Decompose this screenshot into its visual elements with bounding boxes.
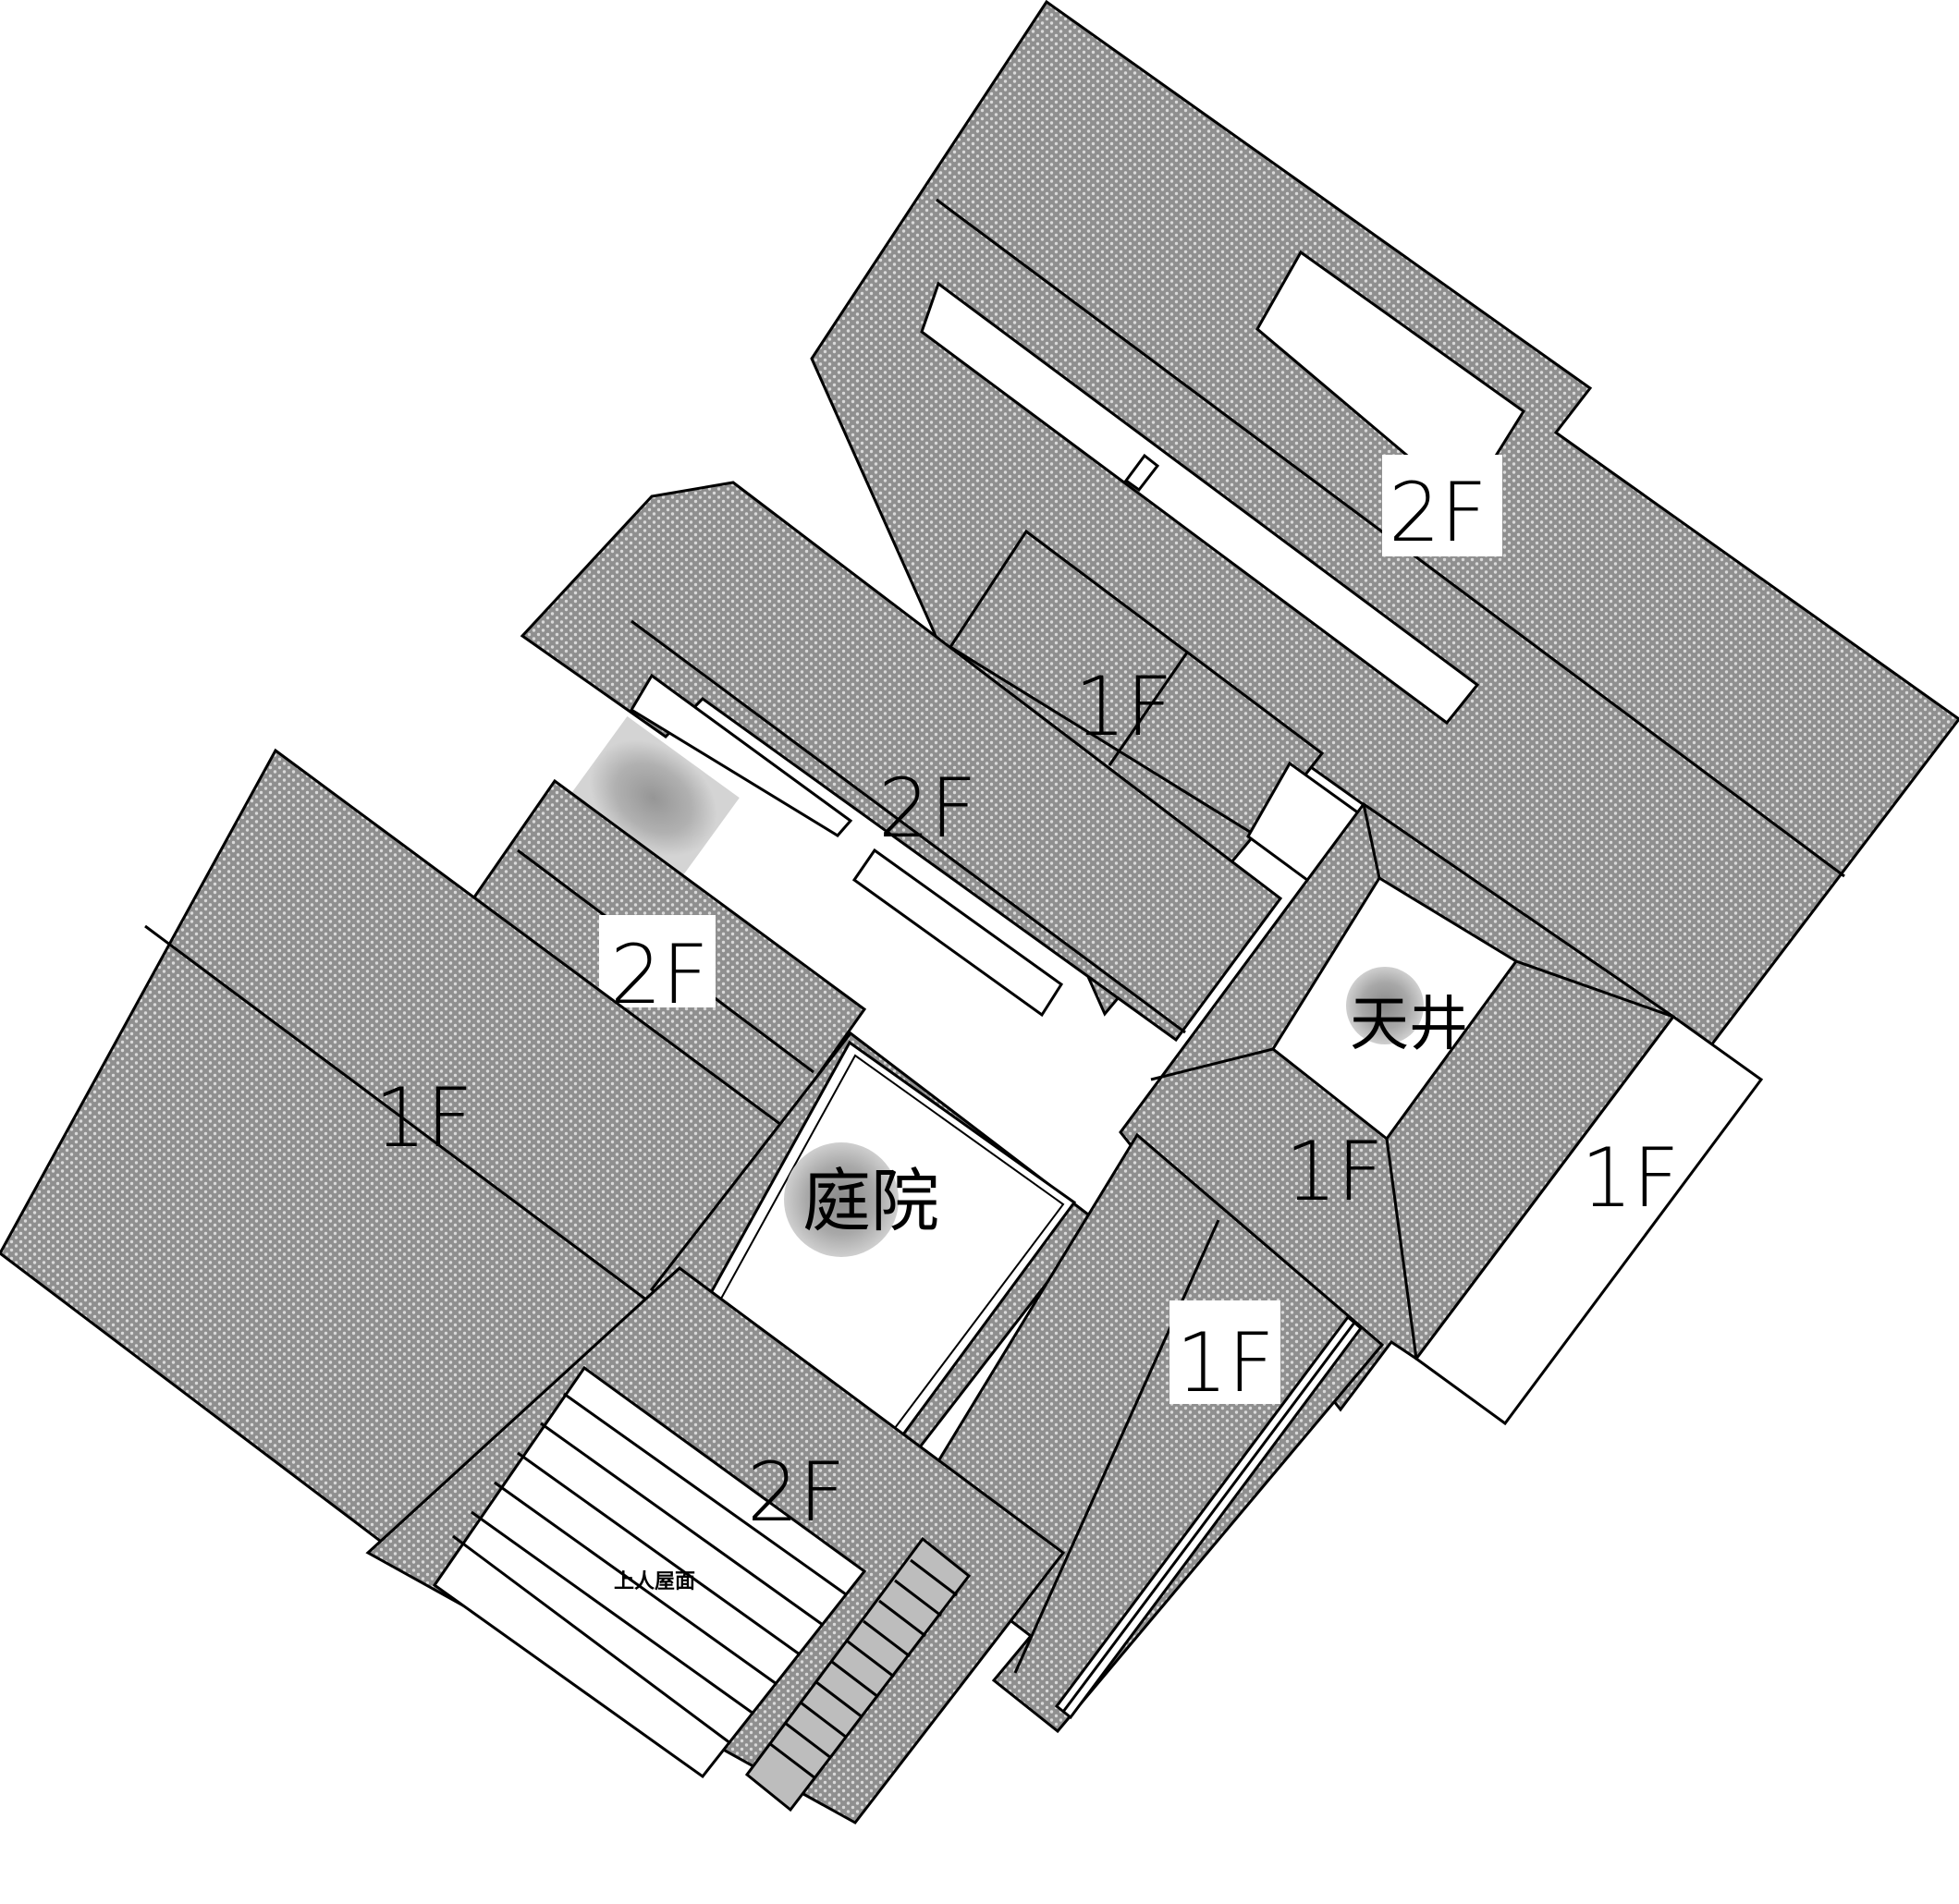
west-1f-label: 1F (374, 1070, 473, 1166)
east-1f-label-b: 1F (1581, 1130, 1680, 1226)
roof-terrace-label: 上人屋面 (614, 1570, 695, 1593)
south-building-2f (365, 1266, 1066, 1825)
top-corridor-void (1123, 453, 1160, 493)
east-1f-label-a: 1F (1285, 1124, 1384, 1219)
courtyard-label: 庭院 (802, 1162, 939, 1241)
top-skylight-west (920, 281, 1480, 726)
east-block-1f (1414, 1014, 1764, 1426)
courtyard-tree-icon (784, 1142, 899, 1257)
svg-text:2F: 2F (1389, 465, 1488, 560)
west-strip-2f (469, 778, 867, 1151)
stairs (744, 1536, 972, 1812)
south-1f-label: 1F (1176, 1315, 1275, 1410)
west-2f-label: 2F (610, 927, 709, 1022)
upper-1f-label: 1F (1074, 659, 1173, 754)
middle-building-2f (520, 481, 1283, 1043)
mid-2f-label: 2F (878, 761, 977, 856)
terrace-slats (452, 1392, 847, 1745)
planter-trees (567, 716, 740, 881)
skywell-label: 天井 (1350, 991, 1468, 1059)
top-2f-label: 2F (1382, 455, 1502, 560)
skywell-tree-icon (1346, 967, 1424, 1044)
middle-skylight-east (851, 848, 1064, 1018)
middle-skylight-west (629, 673, 853, 837)
south-2f-label: 2F (747, 1445, 846, 1540)
